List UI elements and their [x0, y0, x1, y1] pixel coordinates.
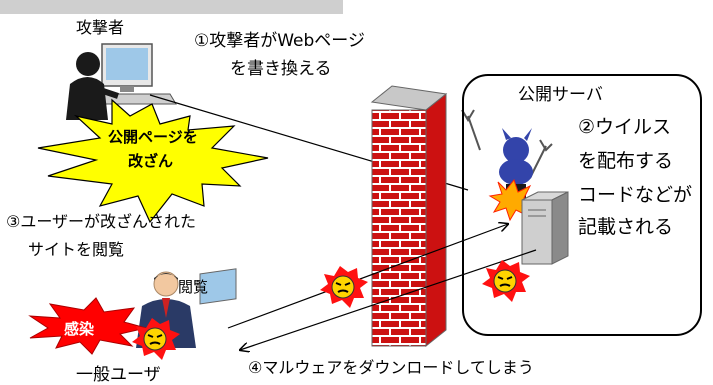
infection-label: 感染: [64, 320, 95, 338]
step3-line2: サイトを閲覧: [28, 240, 125, 259]
step2-line1: ②ウイルス: [578, 116, 672, 138]
top-bar: [0, 0, 343, 14]
step1-line2: を書き換える: [230, 59, 332, 79]
public-server-box: [462, 74, 702, 336]
virus-face-icon: [132, 318, 180, 360]
devil-icon: [461, 109, 553, 198]
download-arrow: [240, 249, 537, 350]
virus-face-icon: [482, 260, 530, 302]
firewall: [370, 85, 448, 348]
step2-line3: コードなどが: [578, 184, 693, 206]
step3-line1: ③ユーザーが改ざんされた: [6, 212, 197, 231]
browse-label: 閲覧: [178, 278, 209, 296]
step2-line4: 記載される: [578, 216, 674, 238]
tamper-line2: 改ざん: [128, 152, 174, 170]
virus-face-icon: [320, 266, 368, 308]
infection-burst: [28, 297, 147, 355]
browse-arrow: [227, 224, 508, 329]
tamper-burst: [37, 98, 269, 224]
public-server-label: 公開サーバ: [518, 85, 603, 105]
step1-line1: ①攻撃者がWebページ: [194, 31, 365, 51]
general-user-label: 一般ユーザ: [76, 365, 161, 385]
step4-label: ④マルウェアをダウンロードしてしまう: [248, 358, 534, 377]
step2-line2: を配布する: [578, 150, 674, 172]
attacker-label: 攻撃者: [76, 18, 125, 37]
server-icon: [521, 191, 569, 265]
tamper-line1: 公開ページを: [108, 128, 198, 146]
